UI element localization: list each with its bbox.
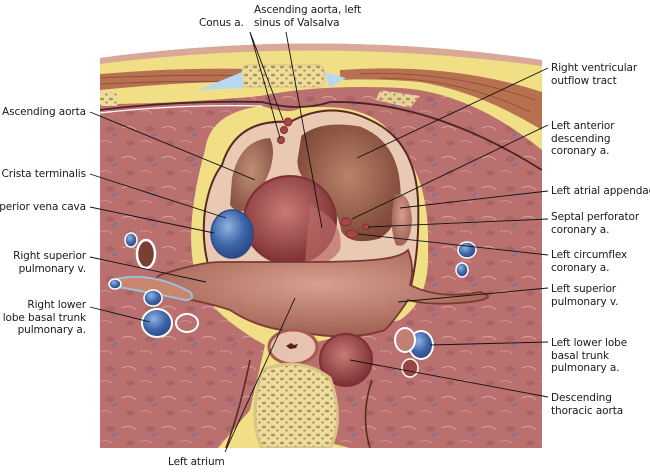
leader-right-lower-lobe-basal-trunk bbox=[89, 306, 151, 323]
label-septal-perforator: Septal perforator coronary a. bbox=[551, 211, 639, 236]
pectoral-muscle-right bbox=[100, 68, 270, 90]
label-line: Left anterior bbox=[551, 120, 615, 132]
descending-thoracic-aorta bbox=[319, 333, 373, 387]
leader-left-circumflex bbox=[357, 233, 549, 256]
pleura-line bbox=[100, 100, 542, 171]
leader-left-superior-pulmonary-v bbox=[397, 287, 549, 303]
leader-left-atrial-appendage bbox=[399, 190, 549, 209]
label-line: Septal perforator bbox=[551, 211, 640, 223]
label-line: sinus of Valsalva bbox=[254, 16, 340, 29]
leader-conus-a-2 bbox=[249, 31, 281, 139]
leader-descending-aorta bbox=[349, 359, 549, 398]
rib-right bbox=[100, 92, 118, 106]
leader-lines bbox=[89, 31, 549, 453]
label-line: Left circumflex bbox=[551, 249, 628, 261]
label-line: pulmonary v. bbox=[551, 295, 619, 308]
label-line: coronary a. bbox=[551, 223, 610, 236]
leader-conus-a-1 bbox=[249, 31, 284, 121]
label-left-atrium: Left atrium bbox=[168, 456, 225, 469]
label-ascending-aorta: Ascending aorta bbox=[2, 106, 86, 119]
label-line: Descending bbox=[551, 392, 612, 404]
label-crista-terminalis: Crista terminalis bbox=[1, 168, 87, 181]
label-left-lower-lobe-basal-trunk: Left lower lobe basal trunk pulmonary a. bbox=[551, 337, 627, 375]
left-sinus-of-valsalva bbox=[305, 205, 341, 264]
leader-left-lower-lobe bbox=[429, 341, 549, 346]
label-ascending-aorta-left-sinus: Ascending aorta, left sinus of Valsalva bbox=[254, 4, 361, 29]
label-superior-vena-cava: Superior vena cava bbox=[0, 201, 86, 214]
vertebral-body bbox=[253, 362, 339, 448]
leader-septal-perforator bbox=[367, 218, 549, 228]
left-circumflex-artery bbox=[345, 229, 359, 239]
label-line: Superior vena cava bbox=[0, 201, 86, 213]
left-anterior-descending-artery bbox=[340, 217, 352, 227]
label-right-ventricular-outflow-tract: Right ventricular outflow tract bbox=[551, 62, 637, 87]
label-line: pulmonary v. bbox=[18, 262, 86, 275]
label-line: Right superior bbox=[13, 250, 86, 262]
costal-cartilage-right bbox=[198, 72, 244, 90]
label-line: thoracic aorta bbox=[551, 404, 624, 417]
label-descending-thoracic-aorta: Descending thoracic aorta bbox=[551, 392, 623, 417]
label-line: outflow tract bbox=[551, 74, 617, 87]
right-pulmonary-vessel bbox=[135, 238, 157, 270]
skin-layer bbox=[100, 43, 542, 66]
label-line: Left atrial appendage bbox=[551, 185, 650, 197]
leader-lad bbox=[351, 124, 549, 220]
rib-left bbox=[376, 90, 420, 108]
costal-cartilage-left bbox=[324, 72, 346, 88]
thorax-section bbox=[100, 43, 542, 448]
label-line: Left lower lobe bbox=[551, 337, 628, 349]
label-line: Crista terminalis bbox=[1, 168, 87, 180]
label-line: coronary a. bbox=[551, 145, 610, 157]
label-left-anterior-descending: Left anterior descending coronary a. bbox=[551, 120, 615, 158]
pectoral-muscle-left bbox=[340, 68, 542, 130]
label-line: basal trunk bbox=[551, 349, 609, 362]
right-atrial-appendage bbox=[230, 138, 273, 212]
leader-left-atrium bbox=[224, 297, 296, 453]
label-line: Left superior bbox=[551, 283, 617, 295]
right-lower-lobe-basal-trunk-pulmonary-artery bbox=[141, 308, 173, 338]
right-bronchus-vessel bbox=[111, 275, 194, 302]
label-line: descending bbox=[551, 132, 611, 145]
leader-superior-vena-cava bbox=[89, 206, 215, 234]
label-left-circumflex: Left circumflex coronary a. bbox=[551, 249, 627, 274]
label-left-atrial-appendage: Left atrial appendage bbox=[551, 185, 650, 198]
label-line: Right ventricular bbox=[551, 62, 638, 74]
label-line: Conus a. bbox=[199, 17, 244, 29]
leader-crista-terminalis bbox=[89, 173, 227, 219]
label-line: lobe basal trunk bbox=[2, 311, 86, 324]
label-right-superior-pulmonary-v: Right superior pulmonary v. bbox=[13, 250, 86, 275]
label-left-superior-pulmonary-v: Left superior pulmonary v. bbox=[551, 283, 618, 308]
label-line: pulmonary a. bbox=[551, 362, 620, 374]
label-line: Left atrium bbox=[168, 456, 225, 468]
superior-vena-cava bbox=[210, 209, 254, 259]
leader-left-sinus-valsalva bbox=[285, 31, 323, 229]
label-line: coronary a. bbox=[551, 261, 610, 274]
conus-artery bbox=[283, 117, 293, 127]
leader-right-superior-pulmonary-v bbox=[89, 256, 207, 283]
leader-rvot bbox=[356, 67, 549, 159]
label-conus-a: Conus a. bbox=[199, 17, 244, 30]
left-atrium bbox=[149, 248, 489, 338]
sternum bbox=[241, 64, 325, 88]
label-line: pulmonary a. bbox=[17, 324, 87, 336]
leader-ascending-aorta bbox=[89, 111, 256, 181]
label-line: Ascending aorta, left bbox=[254, 4, 362, 16]
label-right-lower-lobe-basal-trunk: Right lower lobe basal trunk pulmonary a… bbox=[3, 299, 86, 337]
label-line: Ascending aorta bbox=[1, 106, 86, 118]
label-line: Right lower bbox=[27, 299, 86, 311]
